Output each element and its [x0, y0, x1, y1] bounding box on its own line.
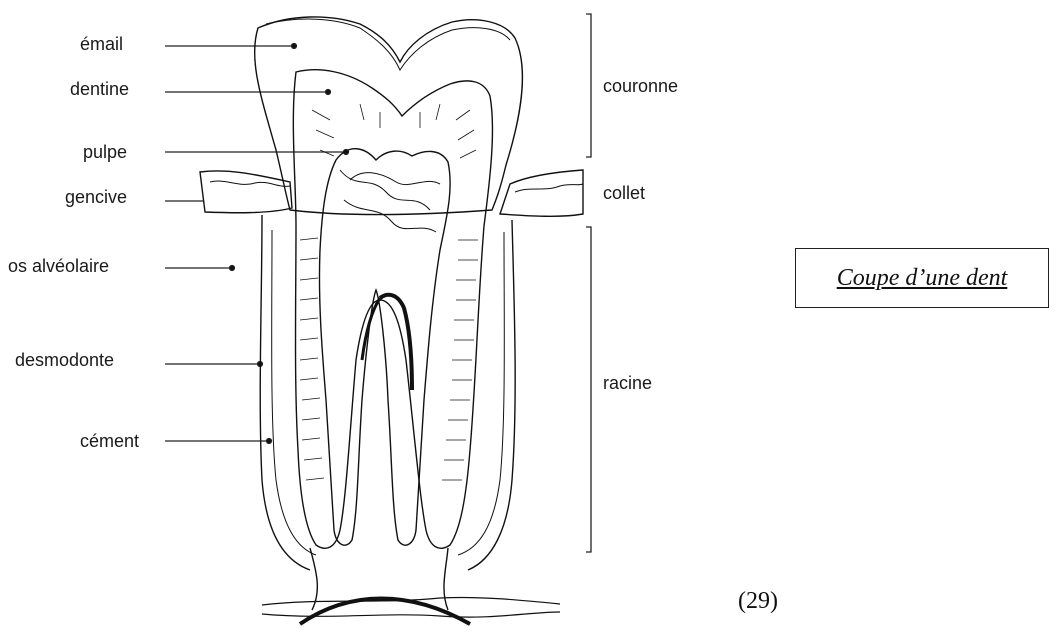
tooth-illustration	[200, 17, 583, 624]
caption-box: Coupe d’une dent	[795, 248, 1049, 308]
pulp-chamber	[319, 149, 450, 545]
label-dentine: dentine	[70, 79, 129, 99]
label-gencive: gencive	[65, 187, 127, 207]
figure-number: (29)	[738, 588, 778, 615]
label-cement: cément	[80, 431, 139, 451]
label-email: émail	[80, 34, 123, 54]
label-racine: racine	[603, 373, 652, 393]
alveolar-bone-left	[260, 215, 310, 570]
gum-right	[500, 170, 583, 216]
caption-text: Coupe d’une dent	[837, 265, 1008, 292]
label-collet: collet	[603, 183, 645, 203]
gum-left	[200, 171, 292, 213]
label-couronne: couronne	[603, 76, 678, 96]
bracket-couronne	[586, 14, 591, 157]
bracket-racine	[586, 227, 591, 552]
apex-right	[444, 548, 448, 610]
apex-left	[310, 548, 317, 610]
dentine-outline	[293, 70, 492, 549]
label-desmodonte: desmodonte	[15, 350, 114, 370]
label-os-alveolaire: os alvéolaire	[8, 256, 109, 276]
label-pulpe: pulpe	[83, 142, 127, 162]
